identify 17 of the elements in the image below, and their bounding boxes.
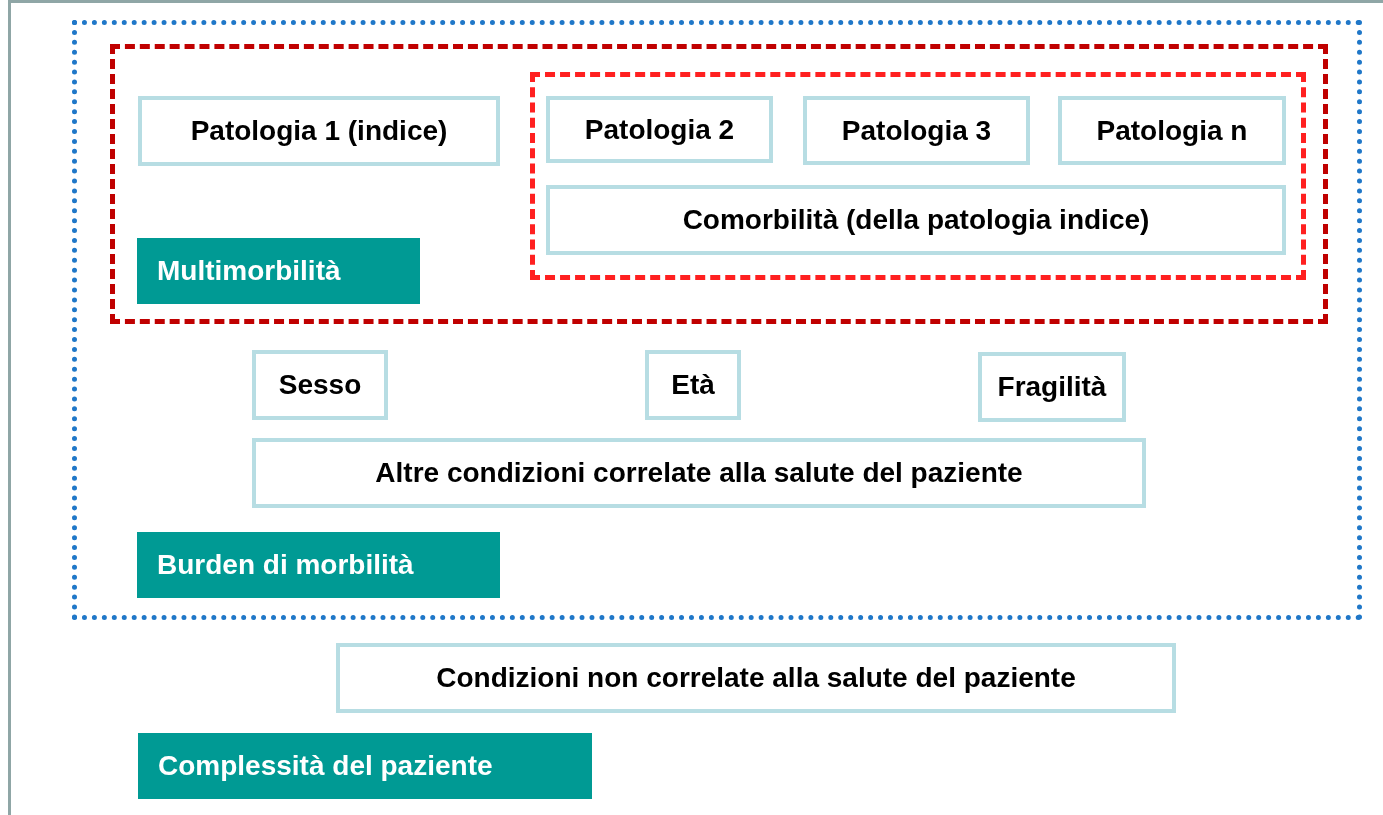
category-box: Patologia 1 (indice)	[138, 96, 500, 166]
group-frame	[110, 44, 1328, 324]
category-box: Patologia 3	[803, 96, 1030, 165]
section-title: Complessità del paziente	[138, 733, 592, 799]
category-box: Altre condizioni correlate alla salute del paziente	[252, 438, 1146, 508]
section-title: Multimorbilità	[137, 238, 420, 304]
category-box: Sesso	[252, 350, 388, 420]
category-box: Età	[645, 350, 741, 420]
group-frame	[72, 20, 1362, 620]
page-frame	[8, 0, 1383, 815]
category-box: Patologia 2	[546, 96, 773, 163]
category-box: Fragilità	[978, 352, 1126, 422]
group-frame	[530, 72, 1306, 280]
category-box: Comorbilità (della patologia indice)	[546, 185, 1286, 255]
section-title: Burden di morbilità	[137, 532, 500, 598]
category-box: Condizioni non correlate alla salute del paziente	[336, 643, 1176, 713]
category-box: Patologia n	[1058, 96, 1286, 165]
